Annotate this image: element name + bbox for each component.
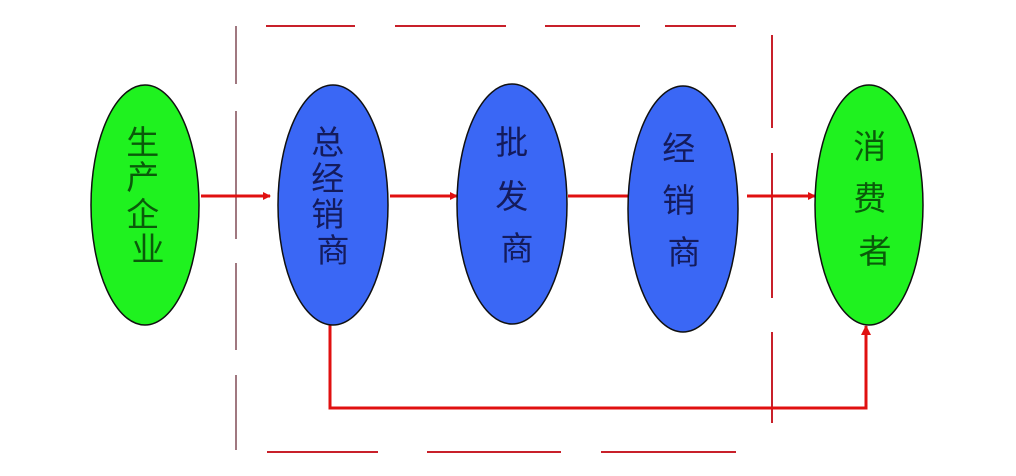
- node-wholesaler: 批 发 商: [456, 83, 568, 325]
- node-producer: 生 产 企 业: [90, 84, 200, 326]
- wholesaler-ellipse: [456, 83, 568, 325]
- flow-arrows: [201, 192, 871, 410]
- node-distributor: 经 销 商: [627, 85, 739, 333]
- producer-label: 生 产 企 业: [126, 123, 170, 269]
- distributor-ellipse: [627, 85, 739, 333]
- consumer-ellipse: [814, 84, 924, 326]
- producer-ellipse: [90, 84, 200, 326]
- general-distributor-ellipse: [277, 84, 389, 326]
- consumer-label: 消 费 者: [853, 127, 897, 271]
- general-distributor-label: 总 经 销 商: [311, 123, 355, 270]
- wholesaler-label: 批 发 商: [495, 123, 539, 268]
- node-general-distributor: 总 经 销 商: [277, 84, 389, 326]
- distributor-label: 经 销 商: [662, 129, 706, 272]
- node-consumer: 消 费 者: [814, 84, 924, 326]
- arrow-general-distributor-to-consumer-bypass: [328, 324, 871, 410]
